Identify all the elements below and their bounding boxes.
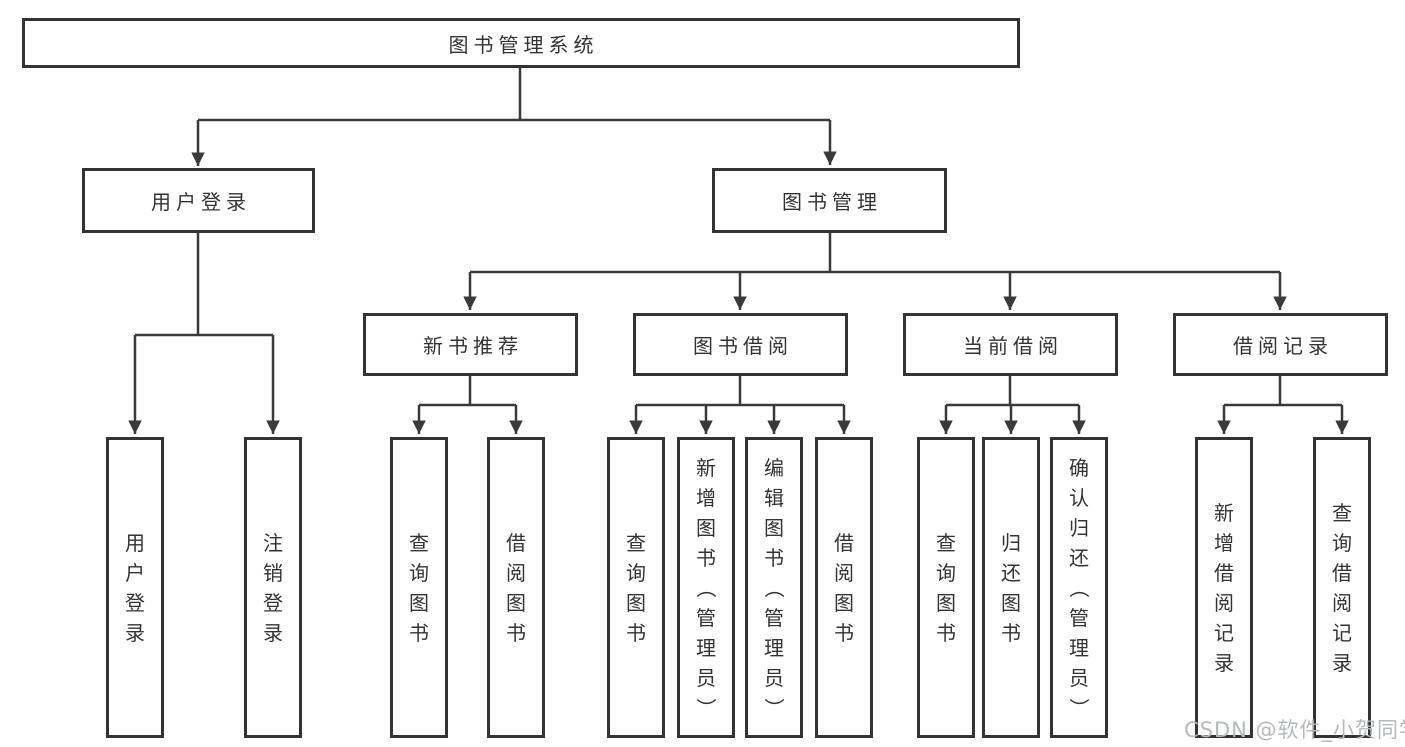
leaf-bb-borrow-book-label: 借阅图书 xyxy=(834,530,854,645)
leaf-nb-query-book-label: 查询图书 xyxy=(409,530,429,645)
leaf-nb-borrow-book-label: 借阅图书 xyxy=(506,530,526,645)
connector-mgmt-bus xyxy=(470,233,1280,274)
node-user-login-label: 用户登录 xyxy=(151,190,251,214)
connector-current-bus xyxy=(946,376,1079,407)
node-root: 图书管理系统 xyxy=(22,18,1020,68)
node-new-book-recommend-label: 新书推荐 xyxy=(423,334,523,358)
node-book-borrow: 图书借阅 xyxy=(633,313,848,376)
leaf-cb-return-book-label: 归还图书 xyxy=(1001,530,1021,645)
leaf-rec-query-record-label: 查询借阅记录 xyxy=(1332,500,1352,675)
leaf-bb-add-book-admin: 新增图书（管理员） xyxy=(677,437,735,738)
connector-records-bus xyxy=(1224,376,1342,407)
leaf-rec-add-record: 新增借阅记录 xyxy=(1195,437,1253,738)
node-current-borrow-label: 当前借阅 xyxy=(963,334,1063,358)
node-root-label: 图书管理系统 xyxy=(448,32,599,57)
leaf-bb-edit-book-admin-label: 编辑图书（管理员） xyxy=(762,455,786,718)
leaf-rec-query-record: 查询借阅记录 xyxy=(1313,437,1371,738)
node-book-management-label: 图书管理 xyxy=(782,190,882,214)
leaf-user-login-label: 用户登录 xyxy=(125,530,145,645)
leaf-logout: 注销登录 xyxy=(244,437,302,738)
node-user-login: 用户登录 xyxy=(82,168,315,233)
node-book-borrow-label: 图书借阅 xyxy=(693,334,793,358)
leaf-user-login: 用户登录 xyxy=(106,437,164,738)
leaf-cb-confirm-return-admin: 确认归还（管理员） xyxy=(1050,437,1108,738)
csdn-watermark: CSDN @软件_小贺同学 xyxy=(1184,718,1405,742)
leaf-rec-add-record-label: 新增借阅记录 xyxy=(1214,500,1234,675)
node-book-management: 图书管理 xyxy=(712,168,947,233)
leaf-cb-query-book: 查询图书 xyxy=(917,437,975,738)
node-borrow-records: 借阅记录 xyxy=(1173,313,1388,376)
node-current-borrow: 当前借阅 xyxy=(903,313,1118,376)
connector-root-bus xyxy=(198,68,830,122)
leaf-cb-confirm-return-admin-label: 确认归还（管理员） xyxy=(1067,455,1091,718)
leaf-bb-add-book-admin-label: 新增图书（管理员） xyxy=(694,455,718,718)
leaf-cb-return-book: 归还图书 xyxy=(982,437,1040,738)
leaf-logout-label: 注销登录 xyxy=(263,530,283,645)
connector-login-bus xyxy=(135,233,273,337)
leaf-nb-query-book: 查询图书 xyxy=(390,437,448,738)
leaf-bb-borrow-book: 借阅图书 xyxy=(815,437,873,738)
leaf-bb-query-book-label: 查询图书 xyxy=(626,530,646,645)
leaf-bb-query-book: 查询图书 xyxy=(607,437,665,738)
leaf-cb-query-book-label: 查询图书 xyxy=(936,530,956,645)
connector-newbook-bus xyxy=(419,376,516,407)
connector-borrow-bus xyxy=(636,376,844,407)
node-borrow-records-label: 借阅记录 xyxy=(1233,334,1333,358)
leaf-nb-borrow-book: 借阅图书 xyxy=(487,437,545,738)
leaf-bb-edit-book-admin: 编辑图书（管理员） xyxy=(745,437,803,738)
node-new-book-recommend: 新书推荐 xyxy=(363,313,578,376)
